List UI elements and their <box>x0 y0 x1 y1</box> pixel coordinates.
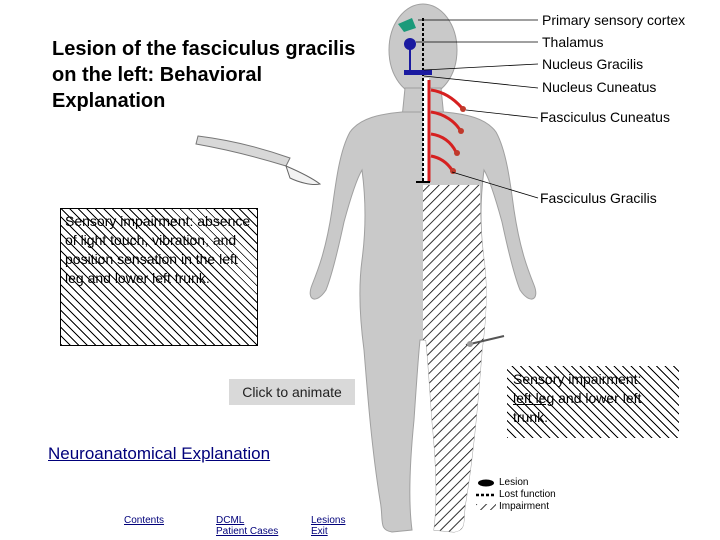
nucleus-marker <box>404 70 432 75</box>
lesions-link-line2: Exit <box>311 526 328 537</box>
neuroanatomical-explanation-link[interactable]: Neuroanatomical Explanation <box>48 444 271 463</box>
legend <box>476 479 496 510</box>
impairment-region <box>423 185 487 532</box>
scalpel-icon <box>195 135 322 185</box>
label-nucleus-cuneatus: Nucleus Cuneatus <box>542 79 657 95</box>
lesions-exit-link[interactable]: Lesions Exit <box>311 515 345 537</box>
dcml-link-line2: Patient Cases <box>216 526 279 537</box>
contents-link[interactable]: Contents <box>124 515 165 526</box>
impairment-legend-icon <box>476 504 496 510</box>
fasciculus-cuneatus-fibers <box>430 88 464 171</box>
page-title: Lesion of the fasciculus gracilis on the… <box>52 38 356 112</box>
label-fasciculus-cuneatus: Fasciculus Cuneatus <box>540 109 670 125</box>
leader-lines <box>416 19 539 199</box>
label-fasciculus-gracilis: Fasciculus Gracilis <box>540 190 657 206</box>
probe-icon <box>465 335 505 347</box>
dcml-link-line1: DCML <box>216 515 245 526</box>
label-primary-sensory-cortex: Primary sensory cortex <box>542 12 686 28</box>
animate-button[interactable]: Click to animate <box>229 379 355 405</box>
label-nucleus-gracilis: Nucleus Gracilis <box>542 56 644 72</box>
dcml-patient-cases-link[interactable]: DCML Patient Cases <box>216 515 278 537</box>
cortex-marker <box>398 18 416 32</box>
leg-impairment-rest: and lower left trunk. <box>513 390 642 425</box>
leg-impairment-underlined: left leg <box>513 390 555 406</box>
lesions-link-line1: Lesions <box>311 515 346 526</box>
legend-impairment-label: Impairment <box>499 501 550 512</box>
legend-lost-function-label: Lost function <box>499 489 556 500</box>
leg-impairment-heading: Sensory impairment: <box>513 371 642 387</box>
sensory-impairment-text: Sensory impairment: absence of light tou… <box>65 213 251 286</box>
sensory-impairment-box: Sensory impairment: absence of light tou… <box>60 208 258 346</box>
legend-lesion-label: Lesion <box>499 477 529 488</box>
label-thalamus: Thalamus <box>542 34 604 50</box>
lesion-legend-icon <box>478 479 494 487</box>
leg-impairment-box: Sensory impairment: left leg and lower l… <box>507 366 679 438</box>
